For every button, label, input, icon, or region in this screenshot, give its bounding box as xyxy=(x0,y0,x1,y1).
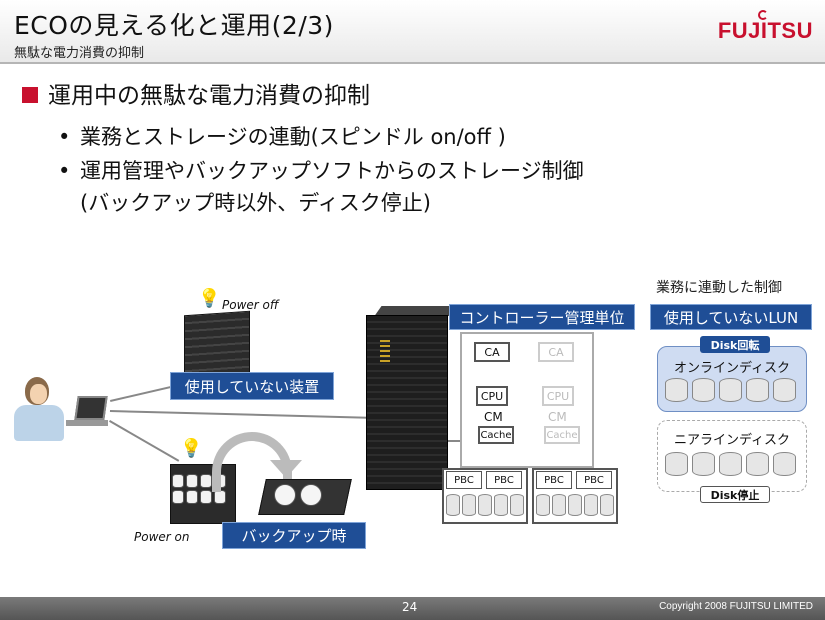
ca-box-standby: CA xyxy=(538,342,574,362)
disk-stop-label: Disk停止 xyxy=(700,486,770,503)
nearline-disk-label: ニアラインディスク xyxy=(673,432,791,448)
tape-reel-icon xyxy=(300,484,322,506)
laptop-base xyxy=(66,420,108,426)
unused-device-label: 使用していない装置 xyxy=(170,372,334,400)
slide-footer xyxy=(0,597,825,620)
bulb-on-icon: 💡 xyxy=(180,438,203,459)
connection-line xyxy=(109,420,180,462)
cache-box-standby: Cache xyxy=(544,426,580,444)
slide-subtitle: 無駄な電力消費の抑制 xyxy=(14,46,145,61)
connection-line xyxy=(109,410,368,419)
slide-header: ECOの見える化と運用(2/3) 無駄な電力消費の抑制 FUJITSU xyxy=(0,0,825,64)
tape-reel-icon xyxy=(274,484,296,506)
bullet-continuation: (バックアップ時以外、ディスク停止) xyxy=(80,191,431,215)
online-disks xyxy=(665,378,796,402)
pbc-box: PBC xyxy=(446,471,482,489)
ca-box: CA xyxy=(474,342,510,362)
pbc-box: PBC xyxy=(486,471,522,489)
unused-lun-label: 使用していないLUN xyxy=(650,304,812,330)
backup-time-label: バックアップ時 xyxy=(222,522,366,549)
tray-disks xyxy=(446,494,524,516)
heading-bullet-icon xyxy=(22,87,38,103)
laptop-icon xyxy=(74,396,108,420)
cm-label: CM xyxy=(484,410,503,424)
unused-server xyxy=(184,310,250,382)
bullet-item: 業務とストレージの連動(スピンドル on/off ) xyxy=(58,120,584,154)
cpu-box: CPU xyxy=(476,386,508,406)
tray-disks xyxy=(536,494,614,516)
disk-spin-label: Disk回転 xyxy=(700,336,770,353)
cm-label-standby: CM xyxy=(548,410,567,424)
page-number: 24 xyxy=(402,600,418,614)
user-illustration xyxy=(14,405,64,441)
user-face xyxy=(30,384,47,404)
fujitsu-logo-icon xyxy=(758,10,768,20)
cache-box: Cache xyxy=(478,426,514,444)
power-off-label: Power off xyxy=(222,298,279,312)
copyright-text: Copyright 2008 FUJITSU LIMITED xyxy=(659,601,813,612)
bulb-off-icon: 💡 xyxy=(198,288,221,309)
linked-control-caption: 業務に連動した制御 xyxy=(656,280,782,296)
bullet-list: 業務とストレージの連動(スピンドル on/off ) 運用管理やバックアップソフ… xyxy=(58,120,584,188)
cpu-box-standby: CPU xyxy=(542,386,574,406)
nearline-disks xyxy=(665,452,796,476)
fujitsu-logo: FUJITSU xyxy=(717,18,813,43)
backup-arrow-head-icon xyxy=(270,460,302,478)
power-on-label: Power on xyxy=(134,530,190,544)
bullet-item: 運用管理やバックアップソフトからのストレージ制御 xyxy=(58,154,584,188)
rack-indicator-lights xyxy=(380,340,390,362)
rack-connection-line xyxy=(448,440,468,442)
controller-unit-label: コントローラー管理単位 xyxy=(449,304,635,330)
pbc-box: PBC xyxy=(576,471,612,489)
storage-rack xyxy=(366,315,448,490)
online-disk-label: オンラインディスク xyxy=(673,360,791,376)
section-heading: 運用中の無駄な電力消費の抑制 xyxy=(48,83,370,109)
pbc-box: PBC xyxy=(536,471,572,489)
slide-title: ECOの見える化と運用(2/3) xyxy=(14,11,334,40)
